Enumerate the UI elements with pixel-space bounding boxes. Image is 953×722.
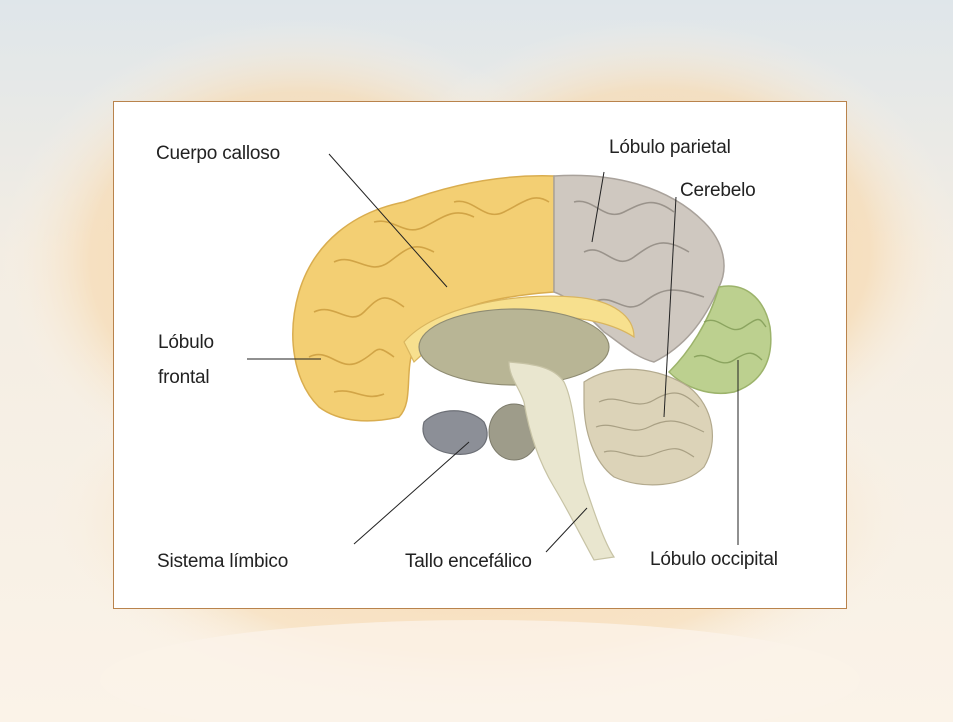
limbic-system-region [423, 411, 487, 455]
label-cerebelo: Cerebelo [680, 179, 756, 203]
diagram-panel: Cuerpo calloso Lóbulo parietal Cerebelo … [113, 101, 847, 609]
label-lobulo-frontal-line2: frontal [158, 366, 209, 390]
leader-line-sistema-limbico [354, 442, 469, 544]
label-lobulo-parietal: Lóbulo parietal [609, 136, 731, 160]
label-sistema-limbico: Sistema límbico [157, 550, 288, 574]
label-tallo-encefalico: Tallo encefálico [405, 550, 532, 574]
label-lobulo-frontal-line1: Lóbulo [158, 331, 214, 355]
label-cuerpo-calloso: Cuerpo calloso [156, 142, 280, 166]
label-lobulo-occipital: Lóbulo occipital [650, 548, 778, 572]
